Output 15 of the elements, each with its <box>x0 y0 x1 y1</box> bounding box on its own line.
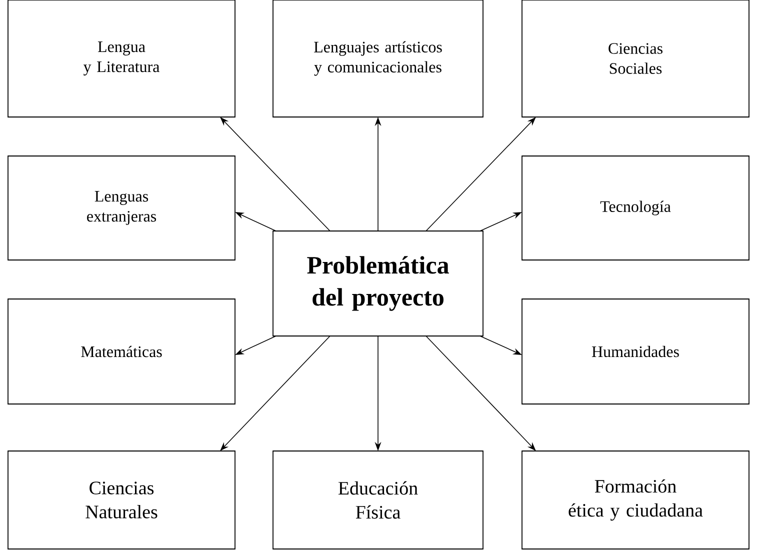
subject-box: Humanidades <box>522 298 750 404</box>
arrow <box>220 336 330 451</box>
subject-box: Formación ética y ciudadana <box>522 450 750 550</box>
central-box: Problemática del proyecto <box>272 230 484 336</box>
subject-box: Ciencias Naturales <box>8 450 236 550</box>
subject-box: Lenguajes artísticos y comunicacionales <box>272 0 484 118</box>
subject-box: Educación Física <box>272 450 484 550</box>
arrow <box>220 117 330 232</box>
subject-box: Tecnología <box>522 156 750 260</box>
arrow <box>426 336 536 451</box>
subject-box: Lengua y Literatura <box>8 0 236 118</box>
arrow <box>426 117 536 232</box>
subject-box: Lenguas extranjeras <box>8 156 236 260</box>
subject-box: Ciencias Sociales <box>522 0 750 118</box>
subject-box: Matemáticas <box>8 298 236 404</box>
